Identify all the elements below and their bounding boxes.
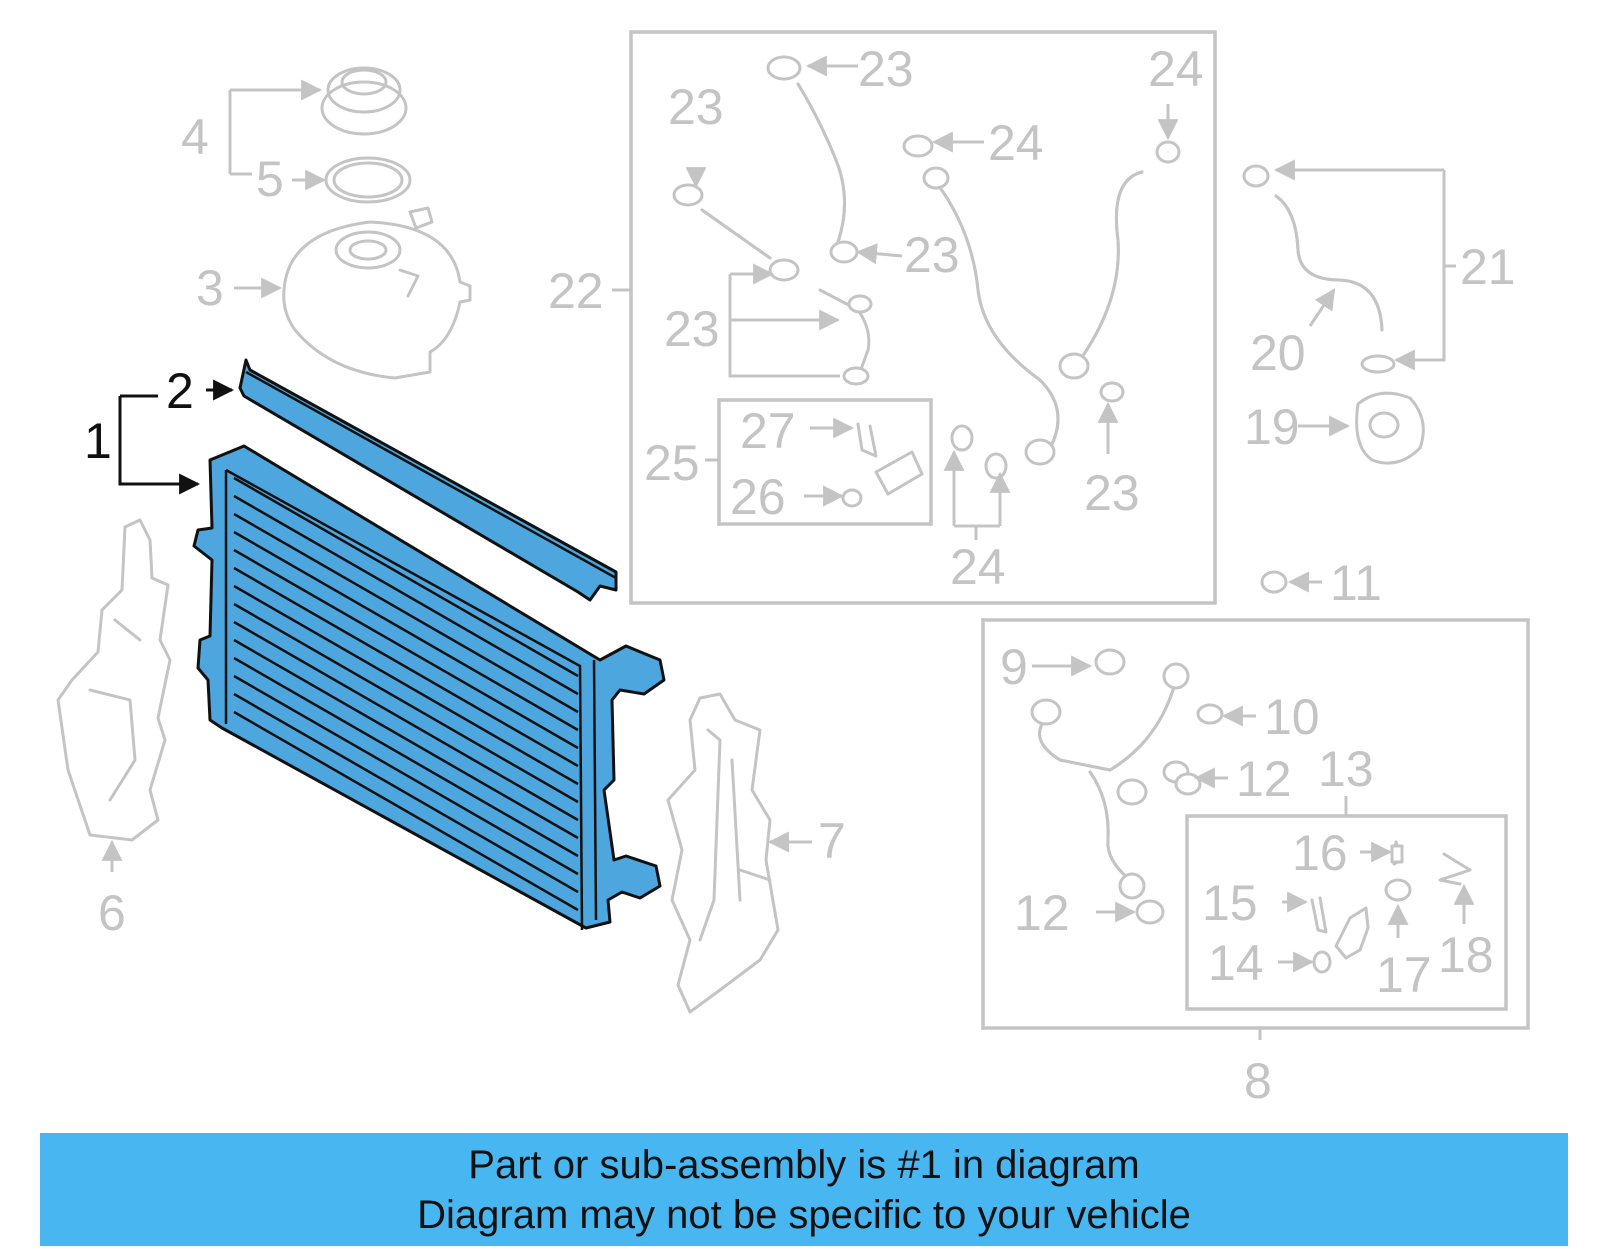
radiator-seal-strip-part xyxy=(238,358,618,602)
callout-23-left[interactable]: 23 xyxy=(668,79,724,135)
callout-12-upper[interactable]: 12 xyxy=(1236,751,1292,807)
seal-ring-part xyxy=(324,156,412,204)
callout-14[interactable]: 14 xyxy=(1208,935,1264,991)
callout-20[interactable]: 20 xyxy=(1250,325,1306,381)
group-box-25 xyxy=(717,398,933,526)
callout-23-top[interactable]: 23 xyxy=(858,41,914,97)
callout-22[interactable]: 22 xyxy=(548,263,604,319)
radiator-part[interactable] xyxy=(192,444,666,931)
callout-6[interactable]: 6 xyxy=(98,885,126,941)
callout-9[interactable]: 9 xyxy=(1000,639,1028,695)
callout-23-mid[interactable]: 23 xyxy=(904,227,960,283)
banner-line-2: Diagram may not be specific to your vehi… xyxy=(417,1192,1191,1237)
group-box-8 xyxy=(981,618,1530,1030)
hose-group-8-parts xyxy=(1030,648,1472,974)
callout-18[interactable]: 18 xyxy=(1438,927,1494,983)
callout-24-mid[interactable]: 24 xyxy=(988,115,1044,171)
leader-lines xyxy=(101,55,1475,1040)
reservoir-cap-part xyxy=(320,66,408,136)
group-box-22 xyxy=(629,30,1217,605)
callout-24-top[interactable]: 24 xyxy=(1148,41,1204,97)
callout-19[interactable]: 19 xyxy=(1244,399,1300,455)
banner-line-1: Part or sub-assembly is #1 in diagram xyxy=(468,1142,1140,1187)
right-air-guide-part xyxy=(666,692,780,1014)
callout-23-group[interactable]: 23 xyxy=(664,301,720,357)
callout-7[interactable]: 7 xyxy=(818,813,846,869)
pump-hose-parts xyxy=(1242,164,1425,594)
callout-5[interactable]: 5 xyxy=(256,151,284,207)
left-air-guide-part xyxy=(56,518,172,842)
callout-26[interactable]: 26 xyxy=(730,469,786,525)
callout-16[interactable]: 16 xyxy=(1292,825,1348,881)
callout-15[interactable]: 15 xyxy=(1202,875,1258,931)
callout-3[interactable]: 3 xyxy=(196,260,224,316)
callout-12-lower[interactable]: 12 xyxy=(1014,885,1070,941)
callout-10[interactable]: 10 xyxy=(1264,689,1320,745)
callout-27[interactable]: 27 xyxy=(740,403,796,459)
callout-13[interactable]: 13 xyxy=(1318,741,1374,797)
callout-4[interactable]: 4 xyxy=(181,109,209,165)
callout-1[interactable]: 1 xyxy=(84,413,112,469)
callout-8[interactable]: 8 xyxy=(1244,1053,1272,1109)
callout-23-right[interactable]: 23 xyxy=(1084,465,1140,521)
callout-labels: 1 2 3 4 5 6 7 8 9 10 11 12 12 13 14 15 1… xyxy=(84,41,1516,1109)
info-banner: Part or sub-assembly is #1 in diagram Di… xyxy=(40,1133,1568,1246)
callout-2[interactable]: 2 xyxy=(166,363,194,419)
callout-17[interactable]: 17 xyxy=(1376,947,1432,1003)
callout-25[interactable]: 25 xyxy=(644,435,700,491)
callout-24-bottom[interactable]: 24 xyxy=(950,539,1006,595)
callout-11[interactable]: 11 xyxy=(1330,555,1382,611)
callout-21[interactable]: 21 xyxy=(1460,239,1516,295)
expansion-tank-part xyxy=(282,206,472,380)
